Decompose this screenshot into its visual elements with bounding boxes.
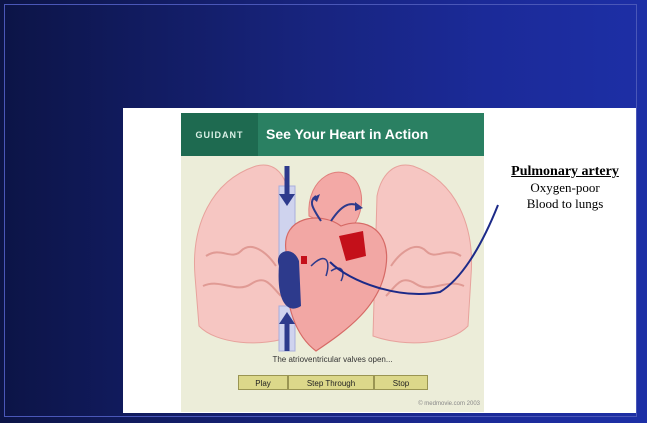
annotation-line-1: Oxygen-poor <box>494 180 636 196</box>
pulmonary-artery-annotation: Pulmonary artery Oxygen-poor Blood to lu… <box>494 164 636 212</box>
annotation-title: Pulmonary artery <box>494 164 636 180</box>
annotation-line-2: Blood to lungs <box>494 196 636 212</box>
